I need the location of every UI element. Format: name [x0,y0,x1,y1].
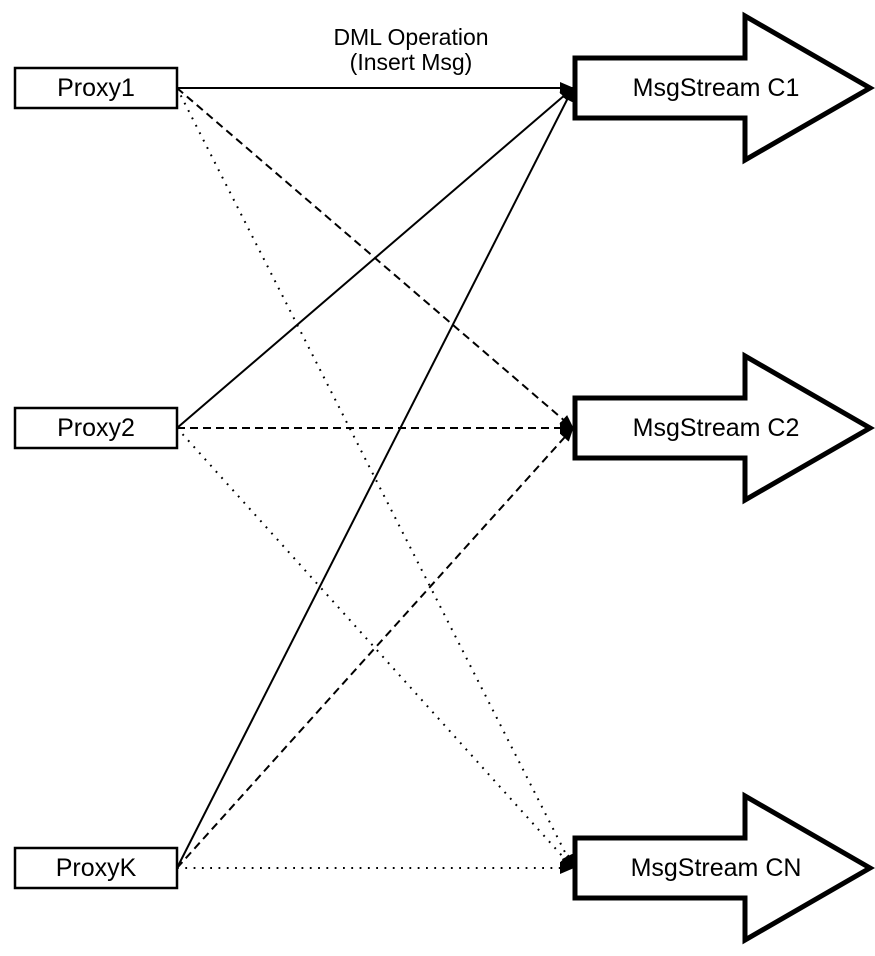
proxy1-label: Proxy1 [57,74,135,102]
edge-proxy2-to-msgstream-c1 [176,87,574,429]
msgstream-cn-label: MsgStream CN [631,854,802,882]
proxyk-box [13,846,179,890]
msgstream-c2-label: MsgStream C2 [633,414,800,442]
edge-proxy2-to-msgstream-cn [176,427,574,869]
proxy1-node: Proxy1 [13,66,179,110]
proxy2-label: Proxy2 [57,414,135,442]
diagram-title-line1: DML Operation [333,24,488,50]
msgstream-c2-arrow [572,351,875,505]
msgstream-c2-node: MsgStream C2 [572,351,875,505]
msgstream-cn-arrow [572,791,875,945]
edges-layer [176,82,574,874]
msgstream-c1-node: MsgStream C1 [572,11,875,165]
msgstream-c1-label: MsgStream C1 [633,74,800,102]
proxy1-box [13,66,179,110]
edge-proxyk-to-msgstream-c1 [176,87,574,869]
proxyk-label: ProxyK [56,854,137,882]
proxyk-node: ProxyK [13,846,179,890]
proxy2-node: Proxy2 [13,406,179,450]
diagram-title-line2: (Insert Msg) [350,49,473,75]
proxy2-box [13,406,179,450]
msgstream-c1-arrow [572,11,875,165]
edge-proxyk-to-msgstream-c2 [176,427,574,869]
msgstream-cn-node: MsgStream CN [572,791,875,945]
